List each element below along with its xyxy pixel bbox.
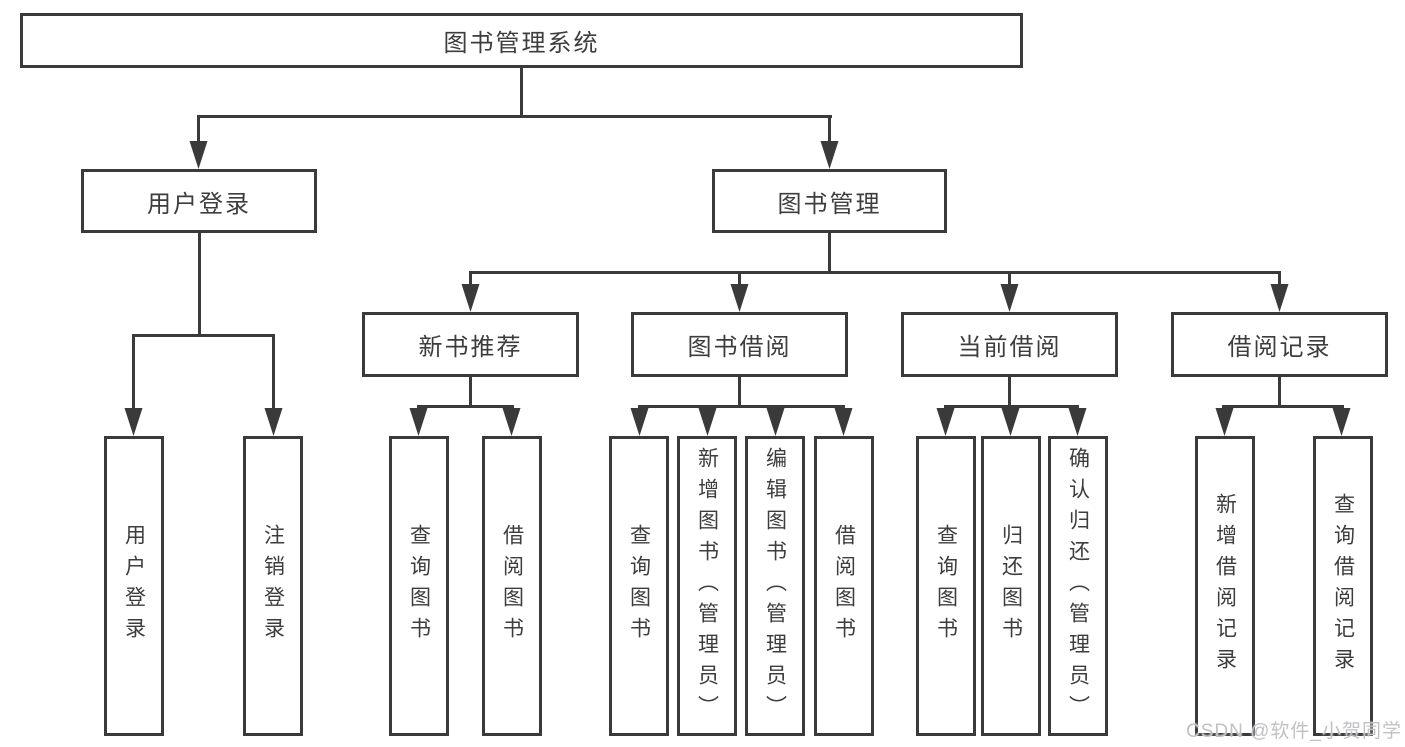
node-book-management: 图书管理	[712, 169, 947, 233]
leaf-query-books-recommend: 查询图书	[389, 436, 449, 736]
leaf-query-borrow-record: 查询借阅记录	[1313, 436, 1373, 736]
node-user-login: 用户登录	[81, 169, 317, 233]
node-current-borrow: 当前借阅	[901, 312, 1118, 377]
leaf-logout: 注销登录	[243, 436, 303, 736]
node-book-borrow: 图书借阅	[631, 312, 848, 377]
node-borrow-records: 借阅记录	[1171, 312, 1388, 377]
leaf-add-books-admin: 新增图书（管理员）	[677, 436, 737, 736]
leaf-edit-books-admin: 编辑图书（管理员）	[745, 436, 805, 736]
leaf-query-books-borrow: 查询图书	[609, 436, 669, 736]
leaf-add-borrow-record: 新增借阅记录	[1195, 436, 1255, 736]
leaf-return-books: 归还图书	[981, 436, 1041, 736]
leaf-borrow-books: 借阅图书	[814, 436, 874, 736]
node-library-management-system: 图书管理系统	[20, 13, 1023, 68]
leaf-query-books-current: 查询图书	[916, 436, 976, 736]
leaf-borrow-books-recommend: 借阅图书	[482, 436, 542, 736]
leaf-confirm-return-admin: 确认归还（管理员）	[1048, 436, 1108, 736]
node-new-book-recommend: 新书推荐	[362, 312, 579, 377]
csdn-watermark: CSDN @软件_小贺同学	[1186, 721, 1402, 742]
leaf-user-login: 用户登录	[104, 436, 164, 736]
